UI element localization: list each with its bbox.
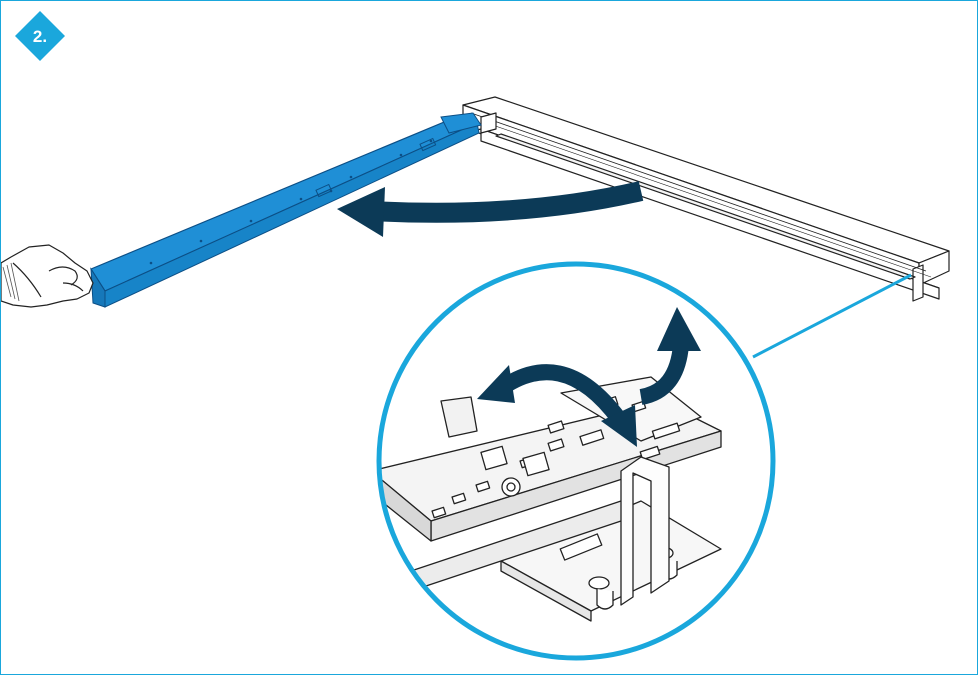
fixed-rail <box>462 96 950 302</box>
zoom-detail <box>376 261 776 661</box>
double-rotate-arrow <box>477 364 637 447</box>
callout-line <box>752 273 912 359</box>
step-number: 2. <box>33 27 47 46</box>
swing-rail <box>90 112 482 308</box>
swing-direction-arrow <box>337 181 644 237</box>
lift-arrow <box>639 307 701 405</box>
step-badge: 2. <box>15 11 65 61</box>
gloved-hand <box>1 244 94 308</box>
